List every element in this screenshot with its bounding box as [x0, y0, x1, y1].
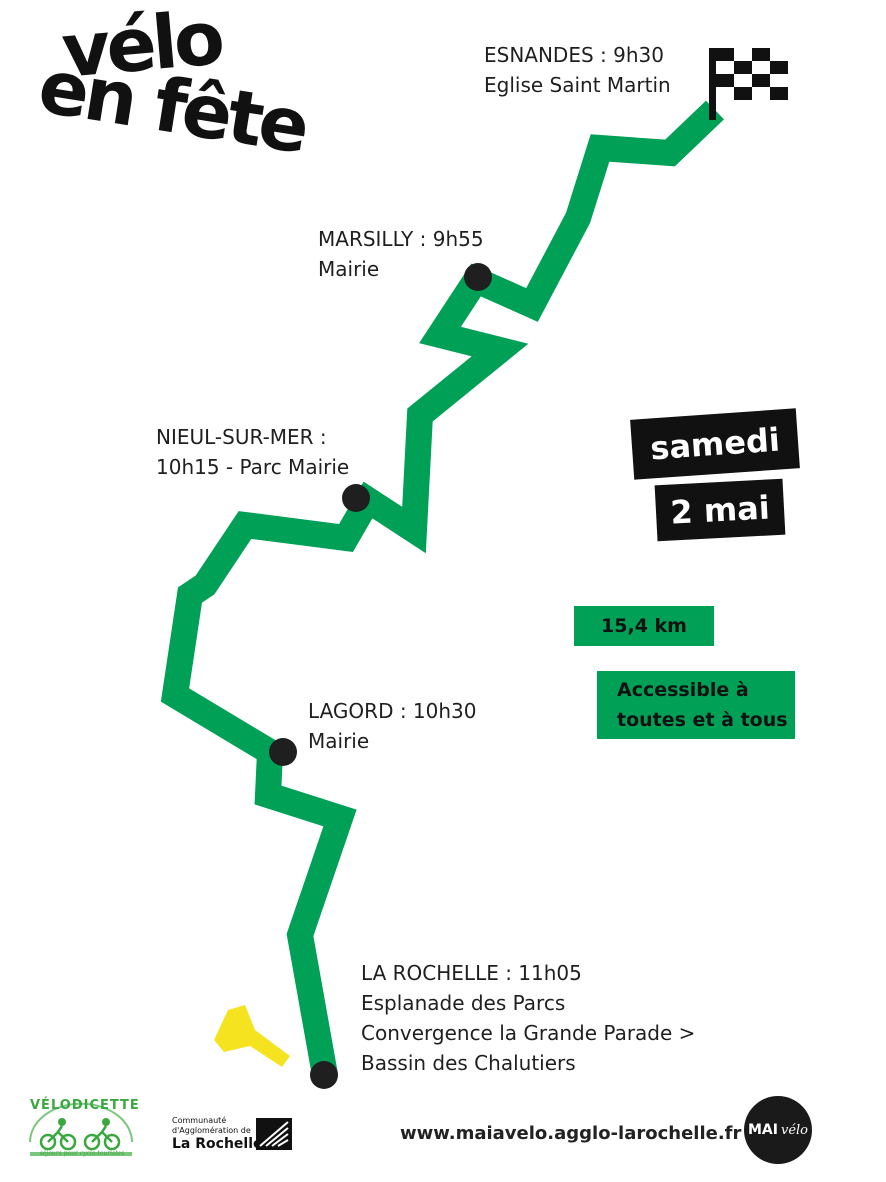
maiavelo-logo: MAI vélo [744, 1096, 812, 1164]
stop-marker-nieul [342, 484, 370, 512]
stop-label-la-rochelle: LA ROCHELLE : 11h05 Esplanade des Parcs … [361, 958, 695, 1078]
stop-label-esnandes: ESNANDES : 9h30 Eglise Saint Martin [484, 40, 671, 100]
stop-marker-marsilly [464, 263, 492, 291]
maiavelo-velo: vélo [780, 1122, 808, 1138]
stop-label-nieul: NIEUL-SUR-MER : 10h15 - Parc Mairie [156, 422, 349, 482]
accessibility-line2: toutes et à tous [617, 709, 788, 731]
distance-badge: 15,4 km [574, 606, 714, 646]
stop-marker-lagord [269, 738, 297, 766]
date-date-tag: 2 mai [654, 478, 786, 542]
agglo-line3: La Rochelle [172, 1136, 263, 1152]
agglo-logo-icon [256, 1118, 292, 1150]
agglo-line2: d'Agglomération de [172, 1126, 251, 1135]
website-link[interactable]: www.maiavelo.agglo-larochelle.fr [400, 1123, 742, 1144]
date-day-tag: samedi [630, 408, 800, 480]
velodicette-name: VÉLODICETTE [30, 1098, 140, 1113]
bikes-icon [29, 1102, 133, 1156]
stop-name: LA ROCHELLE : 11h05 [361, 961, 582, 985]
stop-detail: Mairie [308, 729, 370, 753]
accessibility-line1: Accessible à [617, 679, 749, 701]
stop-detail: Bassin des Chalutiers [361, 1051, 576, 1075]
accessibility-badge: Accessible à toutes et à tous [597, 671, 795, 739]
stop-name: MARSILLY : 9h55 [318, 227, 484, 251]
checkered-flag-icon [709, 48, 788, 120]
arrow-marker-icon [214, 1005, 290, 1067]
stop-detail: 10h15 - Parc Mairie [156, 455, 350, 479]
stop-detail: Mairie [318, 257, 380, 281]
distance-text: 15,4 km [601, 615, 687, 637]
velodicette-logo [29, 1102, 133, 1156]
stop-name: NIEUL-SUR-MER : [156, 425, 327, 449]
agglo-line1: Communauté [172, 1116, 227, 1125]
stop-detail: Esplanade des Parcs [361, 991, 566, 1015]
stop-name: ESNANDES : 9h30 [484, 43, 664, 67]
stop-marker-la-rochelle [310, 1061, 338, 1089]
stop-label-lagord: LAGORD : 10h30 Mairie [308, 696, 477, 756]
stop-label-marsilly: MARSILLY : 9h55 Mairie [318, 224, 484, 284]
velodicette-tagline: séjours pour cyclo-touristes [39, 1150, 125, 1157]
stop-name: LAGORD : 10h30 [308, 699, 477, 723]
maiavelo-mai: MAI [747, 1122, 778, 1138]
stop-detail: Eglise Saint Martin [484, 73, 671, 97]
stop-detail: Convergence la Grande Parade > [361, 1021, 696, 1045]
